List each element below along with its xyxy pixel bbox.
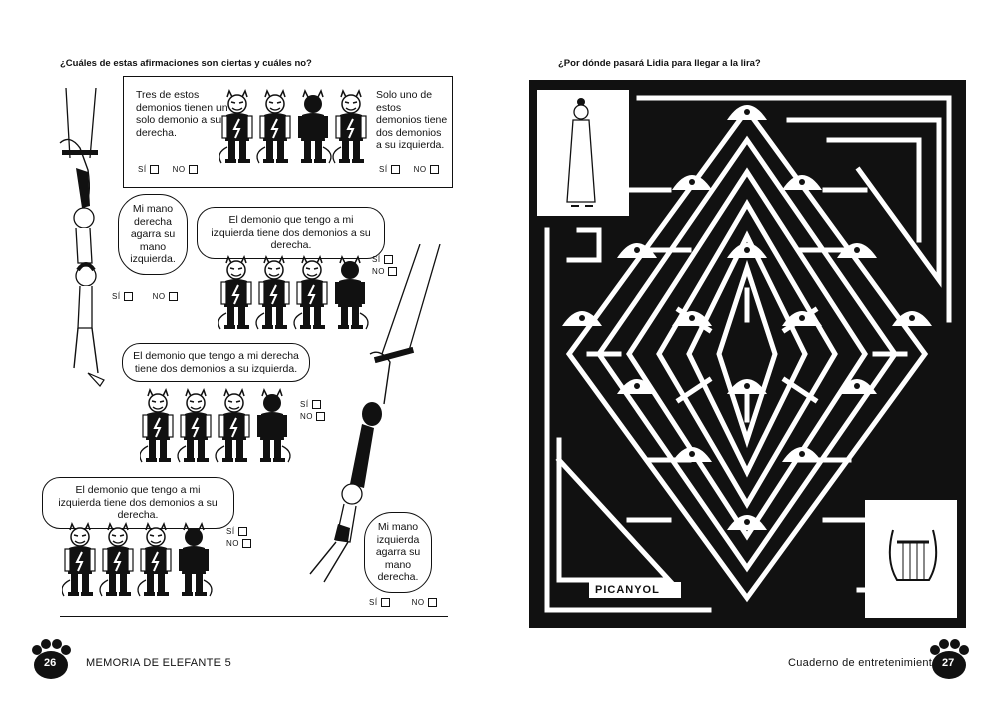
no-label: NO	[372, 267, 385, 276]
statement-box: Tres de estos demonios tienen un solo de…	[123, 76, 453, 188]
no-label: NO	[411, 598, 425, 607]
maze	[529, 80, 966, 628]
demon-row-3	[140, 388, 292, 464]
statement-bubble-2: El demonio que tengo a mi derecha tiene …	[122, 343, 310, 382]
acrobat-trapeze-right	[309, 244, 441, 583]
no-label: NO	[152, 292, 166, 301]
demon-row-4	[62, 522, 214, 598]
si-checkbox[interactable]	[123, 292, 133, 301]
no-checkbox[interactable]	[316, 412, 325, 422]
no-checkbox[interactable]	[168, 292, 178, 301]
no-label: NO	[413, 165, 427, 174]
maze-goal-panel	[865, 500, 957, 618]
answer-statement-1: SÍ NO	[372, 254, 397, 278]
lyre-icon	[888, 529, 938, 581]
no-label: NO	[300, 412, 313, 421]
paw-icon	[930, 639, 969, 679]
si-label: SÍ	[226, 527, 235, 536]
box-right-text: Solo uno de estos demonios tiene dos dem…	[376, 89, 448, 151]
no-checkbox[interactable]	[427, 598, 437, 607]
page-number-left: 26	[44, 657, 57, 669]
no-checkbox[interactable]	[242, 539, 251, 549]
answer-speech-bottom: SÍ NO	[369, 598, 437, 607]
speech-bubble-top: Mi mano derecha agarra su mano izquierda…	[118, 194, 188, 275]
answer-statement-3: SÍ NO	[226, 526, 251, 550]
no-label: NO	[172, 165, 186, 174]
si-checkbox[interactable]	[383, 255, 393, 265]
si-checkbox[interactable]	[149, 165, 159, 174]
demon-figure-back	[296, 89, 333, 165]
answer-speech-top: SÍ NO	[112, 292, 178, 301]
page-number-right: 27	[942, 657, 955, 669]
box-left-text: Tres de estos demonios tienen un solo de…	[136, 89, 228, 139]
no-label: NO	[226, 539, 239, 548]
si-checkbox[interactable]	[311, 400, 321, 410]
si-label: SÍ	[369, 598, 378, 607]
demon-figure	[219, 89, 254, 165]
si-checkbox[interactable]	[390, 165, 400, 174]
acrobat-trapeze-left	[59, 88, 105, 387]
si-label: SÍ	[379, 165, 388, 174]
demon-figure	[255, 89, 292, 165]
no-checkbox[interactable]	[429, 165, 439, 174]
si-label: SÍ	[372, 255, 381, 264]
si-label: SÍ	[300, 400, 309, 409]
right-question: ¿Por dónde pasará Lidia para llegar a la…	[558, 58, 761, 69]
paw-icon	[32, 639, 71, 679]
answer-statement-2: SÍ NO	[300, 399, 325, 423]
si-checkbox[interactable]	[380, 598, 390, 607]
footer-right: Cuaderno de entretenimiento	[788, 657, 939, 669]
speech-bubble-bottom: Mi mano izquierda agarra su mano derecha…	[364, 512, 432, 593]
statement-bubble-1: El demonio que tengo a mi izquierda tien…	[197, 207, 385, 259]
demon-row-1	[219, 89, 368, 165]
si-label: SÍ	[138, 165, 147, 174]
box-answer-right: SÍ NO	[379, 165, 439, 174]
footer-left: MEMORIA DE ELEFANTE 5	[86, 657, 232, 669]
demon-figure	[331, 89, 368, 165]
lidia-figure	[566, 98, 596, 207]
no-checkbox[interactable]	[388, 267, 397, 277]
bottom-rule	[60, 616, 448, 617]
statement-bubble-3: El demonio que tengo a mi izquierda tien…	[42, 477, 234, 529]
box-answer-left: SÍ NO	[138, 165, 198, 174]
si-checkbox[interactable]	[237, 527, 247, 537]
si-label: SÍ	[112, 292, 121, 301]
artist-signature: PICANYOL	[595, 584, 660, 596]
left-question: ¿Cuáles de estas afirmaciones son cierta…	[60, 58, 312, 69]
no-checkbox[interactable]	[188, 165, 198, 174]
